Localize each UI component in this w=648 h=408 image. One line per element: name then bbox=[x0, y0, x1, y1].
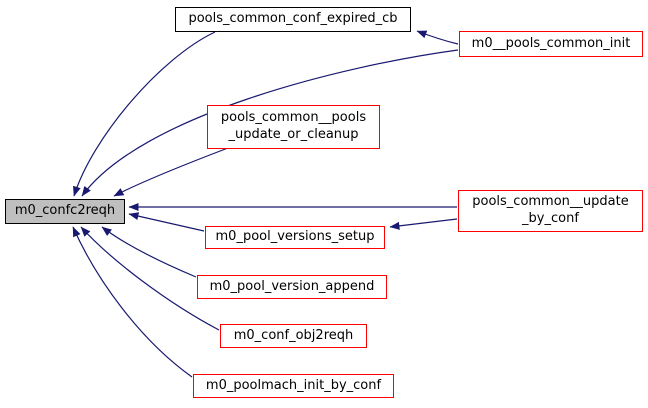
node-m0-conf-obj2reqh[interactable]: m0_conf_obj2reqh bbox=[220, 324, 367, 348]
edge-m0-poolmach-init-by-conf-to-m0-confc2reqh bbox=[72, 226, 193, 378]
node-pools-common--update-by-conf[interactable]: pools_common__update _by_conf bbox=[458, 190, 643, 232]
edge-m0-conf-obj2reqh-to-m0-confc2reqh bbox=[80, 226, 220, 331]
edge-m0-pool-versions-setup-to-m0-confc2reqh bbox=[128, 212, 205, 232]
node-m0-pool-version-append[interactable]: m0_pool_version_append bbox=[197, 275, 387, 299]
edge-pools-common-conf-expired-cb-to-m0-confc2reqh bbox=[73, 31, 216, 197]
edge-pools-common--pools-update-or-cleanup-to-m0-confc2reqh bbox=[113, 147, 229, 197]
edge-pools-common--update-by-conf-to-m0-pool-versions-setup bbox=[389, 218, 458, 230]
node-m0-poolmach-init-by-conf[interactable]: m0_poolmach_init_by_conf bbox=[193, 374, 394, 398]
node-m0--pools-common-init[interactable]: m0__pools_common_init bbox=[459, 31, 643, 57]
node-pools-common-conf-expired-cb[interactable]: pools_common_conf_expired_cb bbox=[175, 7, 411, 32]
node-m0-pool-versions-setup[interactable]: m0_pool_versions_setup bbox=[205, 226, 385, 249]
node-m0-confc2reqh: m0_confc2reqh bbox=[5, 199, 125, 224]
edge-m0--pools-common-init-to-pools-common-conf-expired-cb bbox=[416, 30, 459, 45]
edge-m0--pools-common-init-to-m0-confc2reqh bbox=[81, 49, 459, 197]
edge-m0-pool-version-append-to-m0-confc2reqh bbox=[101, 226, 197, 278]
node-pools-common--pools-update-or-cleanup[interactable]: pools_common__pools _update_or_cleanup bbox=[207, 105, 380, 149]
